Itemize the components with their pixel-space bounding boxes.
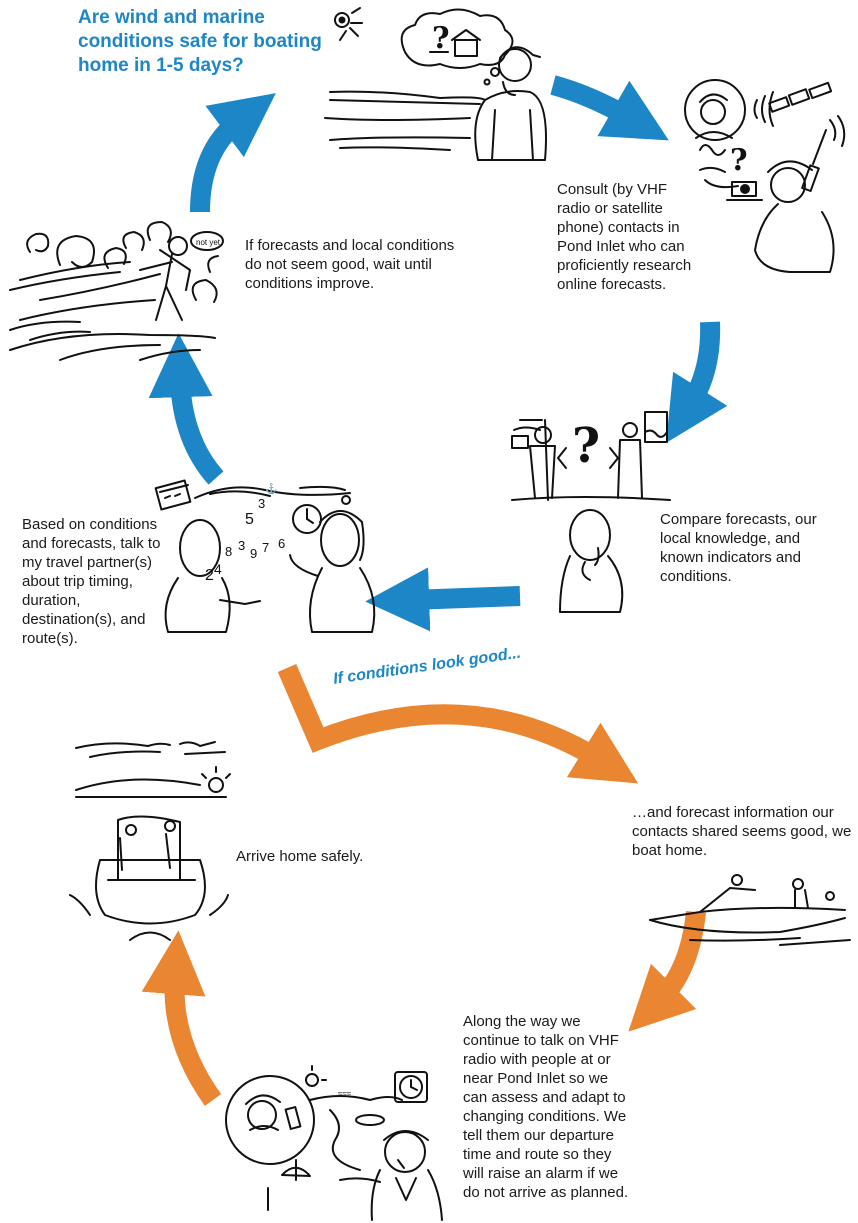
calendar-icon xyxy=(154,479,192,511)
svg-text:7: 7 xyxy=(262,540,269,555)
radio-icon xyxy=(801,129,827,192)
svg-text:5: 5 xyxy=(245,511,254,528)
svg-text:9: 9 xyxy=(250,546,257,561)
vhf-illustration: ≈≈≈ xyxy=(225,1065,443,1221)
arrow-to-wait xyxy=(148,333,224,485)
svg-text:2: 2 xyxy=(205,567,214,584)
step-boat-home-text: …and forecast information our contacts s… xyxy=(632,804,852,859)
arrow-if-good xyxy=(277,664,639,784)
sun-icon xyxy=(334,7,363,41)
svg-text:8: 8 xyxy=(225,544,232,559)
svg-text:⚓: ⚓ xyxy=(265,482,277,495)
svg-text:≈≈≈: ≈≈≈ xyxy=(338,1089,352,1098)
svg-text:?: ? xyxy=(572,418,600,474)
compare-illustration: ? xyxy=(511,411,671,613)
arrow-to-arrive xyxy=(141,930,222,1106)
svg-text:?: ? xyxy=(432,21,450,56)
svg-text:3: 3 xyxy=(258,496,265,511)
observer-illustration: ? xyxy=(324,7,547,161)
step-along-way-text: Along the way we continue to talk on VHF… xyxy=(463,1013,629,1201)
step-talk-text: Based on conditions and forecasts, talk … xyxy=(22,516,161,647)
svg-text:not yet: not yet xyxy=(196,238,221,247)
talk-illustration: ⚓ 5 3 8 3 9 7 6 4 2 xyxy=(154,479,376,633)
arrow-to-talk xyxy=(365,567,521,632)
consult-illustration: ? xyxy=(684,79,846,273)
step-consult-text: Consult (by VHF radio or satellite phone… xyxy=(557,181,692,293)
step-compare-text: Compare forecasts, our local knowledge, … xyxy=(660,511,817,585)
arrow-to-question xyxy=(190,93,276,213)
arrow-along-way xyxy=(628,910,706,1032)
svg-text:3: 3 xyxy=(238,538,245,553)
speedboat-illustration xyxy=(649,874,851,946)
main-question-title: Are wind and marine conditions safe for … xyxy=(78,7,322,76)
clock-icon-2 xyxy=(394,1071,428,1103)
svg-text:6: 6 xyxy=(278,536,285,551)
arrow-to-consult xyxy=(550,75,669,141)
step-arrive-text: Arrive home safely. xyxy=(236,848,364,865)
svg-text:?: ? xyxy=(730,143,748,178)
clock-icon xyxy=(292,504,322,534)
svg-text:4: 4 xyxy=(214,561,222,577)
arrow-to-compare xyxy=(666,321,728,443)
satellite-icon xyxy=(768,81,833,113)
step-wait-text: If forecasts and local conditions do not… xyxy=(245,237,455,292)
boat-icon xyxy=(95,815,206,925)
wait-illustration: not yet xyxy=(9,221,224,361)
arrive-illustration xyxy=(69,741,231,941)
